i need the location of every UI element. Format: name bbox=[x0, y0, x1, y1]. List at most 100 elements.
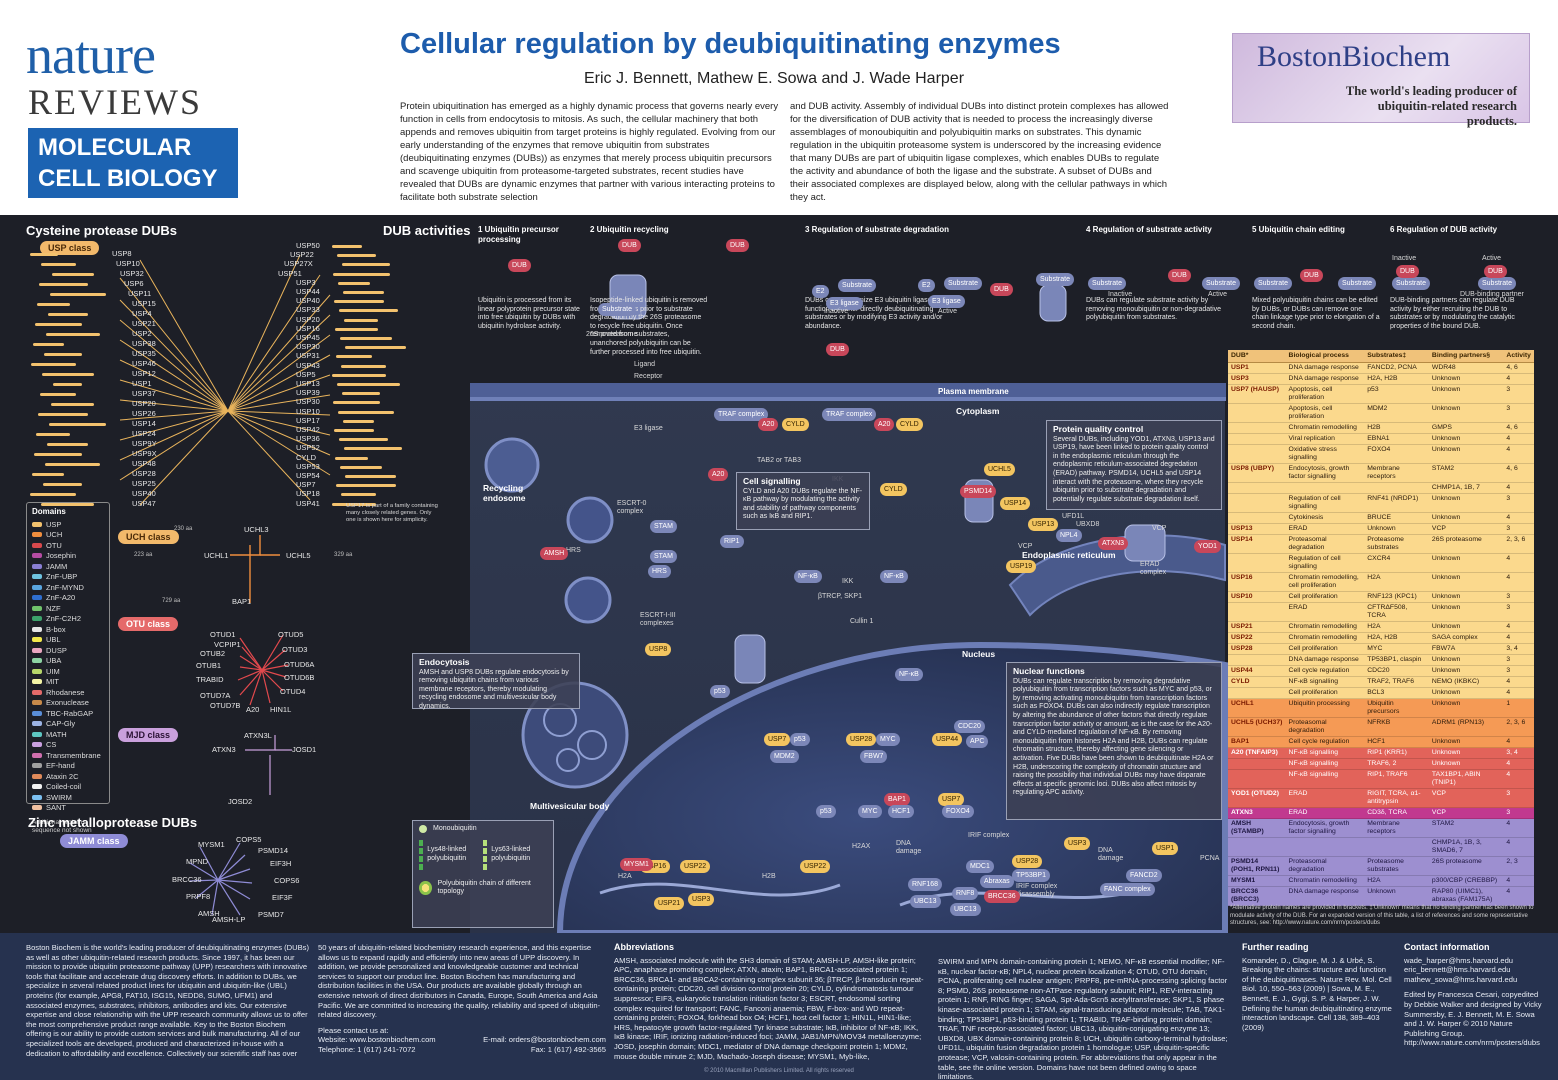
jamm-item: EIF3F bbox=[272, 893, 293, 902]
table-cell-process bbox=[1285, 837, 1365, 857]
table-cell-bp: GMPS bbox=[1428, 422, 1504, 434]
quality-control-text: Several DUBs, including YOD1, ATXN3, USP… bbox=[1053, 435, 1215, 503]
cysteine-section-title: Cysteine protease DUBs bbox=[26, 223, 177, 238]
table-cell-process: Endocytosis, growth factor signalling bbox=[1285, 818, 1365, 838]
usp-left-item: USP40 bbox=[132, 489, 156, 498]
domain-bar bbox=[337, 254, 376, 258]
legend-topology-text: Polyubiquitin chain of different topolog… bbox=[437, 879, 531, 896]
table-cell-act: 4 bbox=[1503, 758, 1534, 770]
usp-left-item: USP2 bbox=[132, 329, 152, 338]
foxo4-node: FOXO4 bbox=[942, 805, 974, 818]
usp-left-item: USP10 bbox=[116, 259, 140, 268]
domain-name: ZnF-C2H2 bbox=[46, 614, 82, 624]
domain-legend-item: CS bbox=[32, 740, 104, 751]
mjd-item: JOSD2 bbox=[228, 797, 253, 806]
table-cell-dub bbox=[1228, 482, 1286, 494]
rnf168-node: RNF168 bbox=[908, 878, 943, 891]
contact-emails[interactable]: wade_harper@hms.harvard.edu eric_bennett… bbox=[1404, 955, 1518, 984]
activity-text: Mixed polyubiquitin chains can be edited… bbox=[1252, 297, 1380, 330]
table-cell-process: NF-κB signalling bbox=[1285, 758, 1365, 770]
domain-bar bbox=[344, 447, 402, 451]
inactive-label: Inactive bbox=[1392, 255, 1417, 262]
table-cell-act: 3 bbox=[1503, 493, 1534, 513]
cyld-node-3: CYLD bbox=[880, 483, 907, 496]
domain-bar bbox=[332, 373, 386, 377]
table-cell-subs: EBNA1 bbox=[1364, 433, 1429, 445]
usp-left-item: USP11 bbox=[128, 289, 152, 298]
domains-legend-title: Domains bbox=[32, 507, 66, 516]
usp22-node-2: USP22 bbox=[800, 860, 831, 873]
table-cell-dub bbox=[1228, 403, 1286, 423]
domain-bar bbox=[40, 393, 76, 396]
domain-legend-item: JAMM bbox=[32, 561, 104, 572]
usp-left-item: USP46 bbox=[132, 359, 156, 368]
dub-node: DUB bbox=[726, 239, 749, 252]
table-cell-subs bbox=[1364, 837, 1429, 857]
nucleus-label: Nucleus bbox=[962, 649, 996, 659]
website-link[interactable]: Website: www.bostonbiochem.com bbox=[318, 1035, 436, 1045]
domain-bar bbox=[334, 429, 374, 432]
usp-left-item: USP28 bbox=[132, 469, 156, 478]
ubxd8-label: UBXD8 bbox=[1076, 521, 1100, 528]
uch-item: UCHL1 bbox=[204, 551, 229, 560]
table-cell-process: DNA damage response bbox=[1285, 362, 1365, 374]
domain-legend-item: EF-hand bbox=[32, 761, 104, 772]
domain-swatch bbox=[32, 542, 42, 548]
table-cell-subs: p53 bbox=[1364, 384, 1429, 404]
ubiquitin-legend: Monoubiquitin Lys48-linked polyubiquitin… bbox=[412, 820, 554, 928]
sponsor-logo[interactable]: BostonBiochem The world's leading produc… bbox=[1232, 33, 1530, 128]
table-cell-dub bbox=[1228, 512, 1286, 524]
erad-label: ERAD complex bbox=[1140, 561, 1167, 576]
domain-bar bbox=[49, 423, 106, 426]
table-cell-subs: FOXO4 bbox=[1364, 444, 1429, 464]
activity-text: Ubiquitin is processed from its linear p… bbox=[478, 297, 580, 330]
cyld-node-2: CYLD bbox=[896, 418, 923, 431]
domain-bar bbox=[34, 453, 82, 456]
table-row: AMSH (STAMBP)Endocytosis, growth factor … bbox=[1228, 818, 1534, 838]
table-cell-act: 4 bbox=[1503, 886, 1534, 906]
domain-bar bbox=[342, 263, 390, 267]
activity-title: 4 Regulation of substrate activity bbox=[1086, 225, 1212, 234]
domain-swatch bbox=[32, 658, 42, 664]
domain-bar bbox=[342, 392, 380, 396]
domain-legend-item: ZnF-C2H2 bbox=[32, 614, 104, 625]
table-cell-bp: Unknown bbox=[1428, 758, 1504, 770]
domain-bar bbox=[42, 373, 94, 376]
usp-left-item: USP47 bbox=[132, 499, 156, 508]
domain-legend-item: Transmembrane bbox=[32, 750, 104, 761]
jamm-item: PSMD7 bbox=[258, 910, 284, 919]
domain-legend-item: USP bbox=[32, 519, 104, 530]
domain-bar bbox=[36, 433, 70, 436]
mysm1-node: MYSM1 bbox=[620, 858, 653, 871]
table-cell-bp: SAGA complex bbox=[1428, 632, 1504, 644]
aa-length: 223 aa bbox=[134, 552, 153, 558]
table-cell-dub: USP8 (UBPY) bbox=[1228, 463, 1286, 483]
table-cell-process: DNA damage response bbox=[1285, 886, 1365, 906]
jamm-item: AMSH bbox=[198, 909, 220, 918]
otu-item: OTUD4 bbox=[280, 687, 306, 696]
table-cell-bp: Unknown bbox=[1428, 512, 1504, 524]
table-cell-act: 4, 6 bbox=[1503, 463, 1534, 483]
k48-chain-icon bbox=[419, 839, 424, 870]
table-cell-bp: Unknown bbox=[1428, 572, 1504, 592]
aa-length: 729 aa bbox=[162, 598, 181, 604]
table-cell-subs: H2A, H2B bbox=[1364, 373, 1429, 385]
table-cell-dub bbox=[1228, 444, 1286, 464]
uchl5-node: UCHL5 bbox=[984, 463, 1015, 476]
jamm-item: PSMD14 bbox=[258, 846, 289, 855]
table-cell-act: 3 bbox=[1503, 602, 1534, 622]
domain-swatch bbox=[32, 647, 42, 653]
edited-by: Edited by Francesca Cesari, copyedited b… bbox=[1404, 990, 1542, 1048]
e2-node: E2 bbox=[812, 285, 829, 298]
table-cell-dub bbox=[1228, 758, 1286, 770]
dub-node: DUB bbox=[508, 259, 531, 272]
email-link[interactable]: E-mail: orders@bostonbiochem.com bbox=[483, 1035, 606, 1045]
domain-swatch bbox=[32, 637, 42, 643]
domain-bar bbox=[339, 438, 388, 442]
domain-legend-item: ZnF-UBP bbox=[32, 572, 104, 583]
